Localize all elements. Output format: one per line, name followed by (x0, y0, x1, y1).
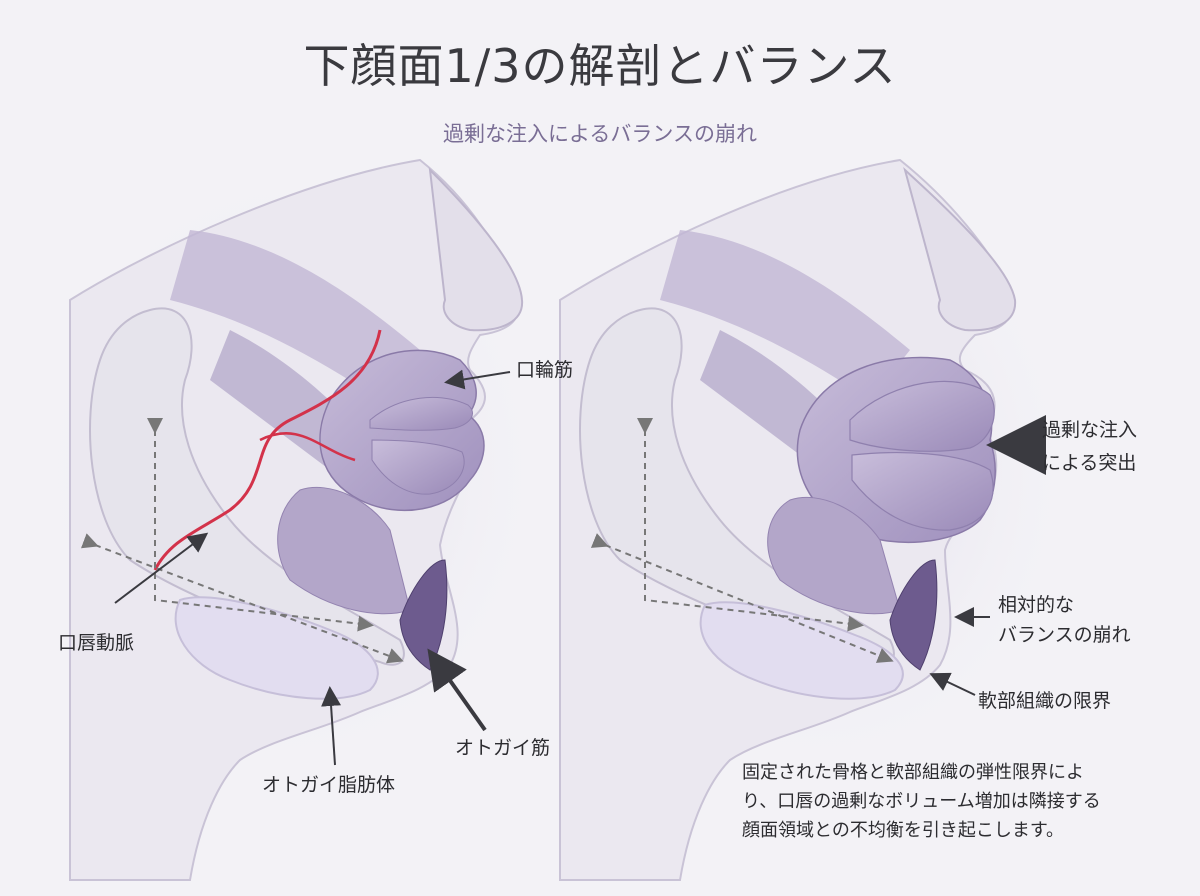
label-relative-line2: バランスの崩れ (998, 624, 1131, 646)
note-line: り、口唇の過剰なボリューム増加は隣接する (742, 791, 1101, 812)
label-relative-line1: 相対的な (998, 594, 1075, 616)
page-subtitle: 過剰な注入によるバランスの崩れ (443, 122, 757, 146)
explanation-note: 固定された骨格と軟部組織の弾性限界によ り、口唇の過剰なボリューム増加は隣接する… (742, 758, 1162, 845)
label-soft-tissue-limit: 軟部組織の限界 (978, 690, 1112, 712)
label-mentalis: オトガイ筋 (455, 737, 551, 759)
label-labial-artery: 口唇動脈 (58, 632, 135, 654)
page-title: 下顔面1/3の解剖とバランス (303, 39, 897, 93)
left-face (30, 158, 550, 881)
label-excess-line2: による突出 (1042, 452, 1137, 474)
note-line: 固定された骨格と軟部組織の弾性限界によ (742, 762, 1084, 783)
right-face (559, 158, 1080, 881)
label-excess-line1: 過剰な注入 (1042, 419, 1138, 441)
label-orbicularis-oris: 口輪筋 (516, 359, 574, 381)
label-mental-fat-pad: オトガイ脂肪体 (262, 774, 396, 796)
note-line: 顔面領域との不均衡を引き起こします。 (742, 820, 1065, 841)
